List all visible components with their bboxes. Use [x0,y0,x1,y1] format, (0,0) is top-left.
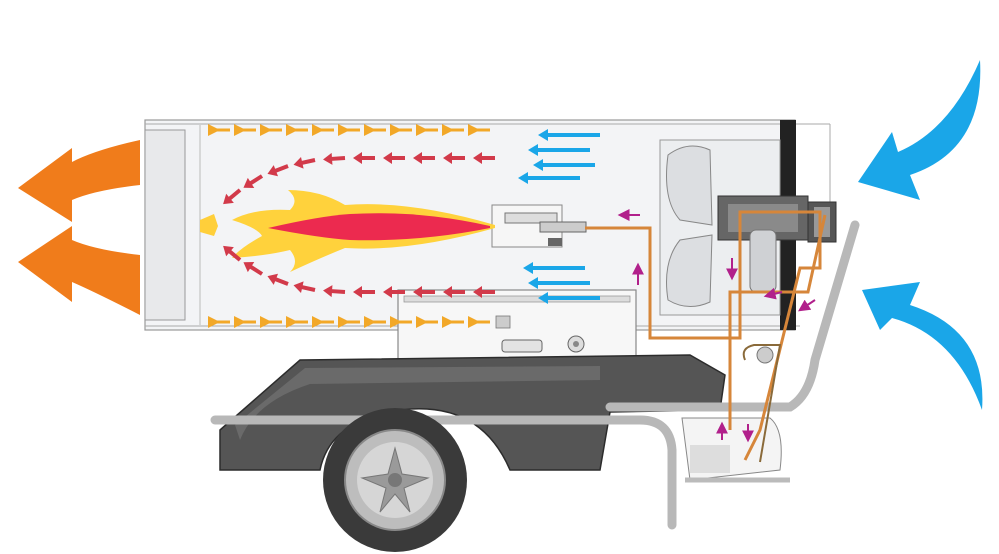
gas-chevron-icon [443,286,452,298]
hot-air-arrow-icon [18,140,140,315]
tank-sight-box [681,417,782,481]
cold-air-small-arrow-icon [528,277,538,289]
fuel-arrow-icon [617,209,816,443]
flame-icon [200,190,495,272]
gas-chevron-icon [413,286,422,298]
gas-chevron-icon [293,156,304,169]
intake-air-arrows-internal [518,129,600,304]
cold-air-small-arrow-icon [533,159,543,171]
combustion-gas-arrows [223,152,495,298]
gas-chevron-icon [243,261,255,273]
gas-chevron-icon [323,152,333,165]
cold-air-small-arrow-icon [523,262,533,274]
gas-chevron-icon [353,286,362,298]
gas-chevron-icon [223,245,234,257]
gas-chevron-icon [353,152,362,164]
warm-air-jacket-arrows [208,124,490,328]
gas-chevron-icon [243,177,255,189]
fuel-line [585,210,827,463]
burner-nozzle [491,204,587,248]
frame-handle [210,220,860,530]
gas-chevron-icon [293,281,304,294]
motor-block [717,195,837,293]
cold-air-small-arrow-icon [518,172,528,184]
gas-chevron-icon [473,286,482,298]
gas-chevron-icon [413,152,422,164]
gas-chevron-icon [443,152,452,164]
gas-chevron-icon [267,273,279,285]
gas-chevron-icon [267,165,279,177]
fuel-tank [219,354,726,471]
gas-chevron-icon [383,152,392,164]
gas-chevron-icon [473,152,482,164]
gas-chevron-icon [323,285,333,298]
gas-chevron-icon [223,193,234,205]
cold-air-small-arrow-icon [538,129,548,141]
cold-air-small-arrow-icon [538,292,548,304]
wheel-icon [323,408,467,552]
cold-air-small-arrow-icon [528,144,538,156]
cold-air-arrow-icon [858,60,983,410]
gas-chevron-icon [383,286,392,298]
